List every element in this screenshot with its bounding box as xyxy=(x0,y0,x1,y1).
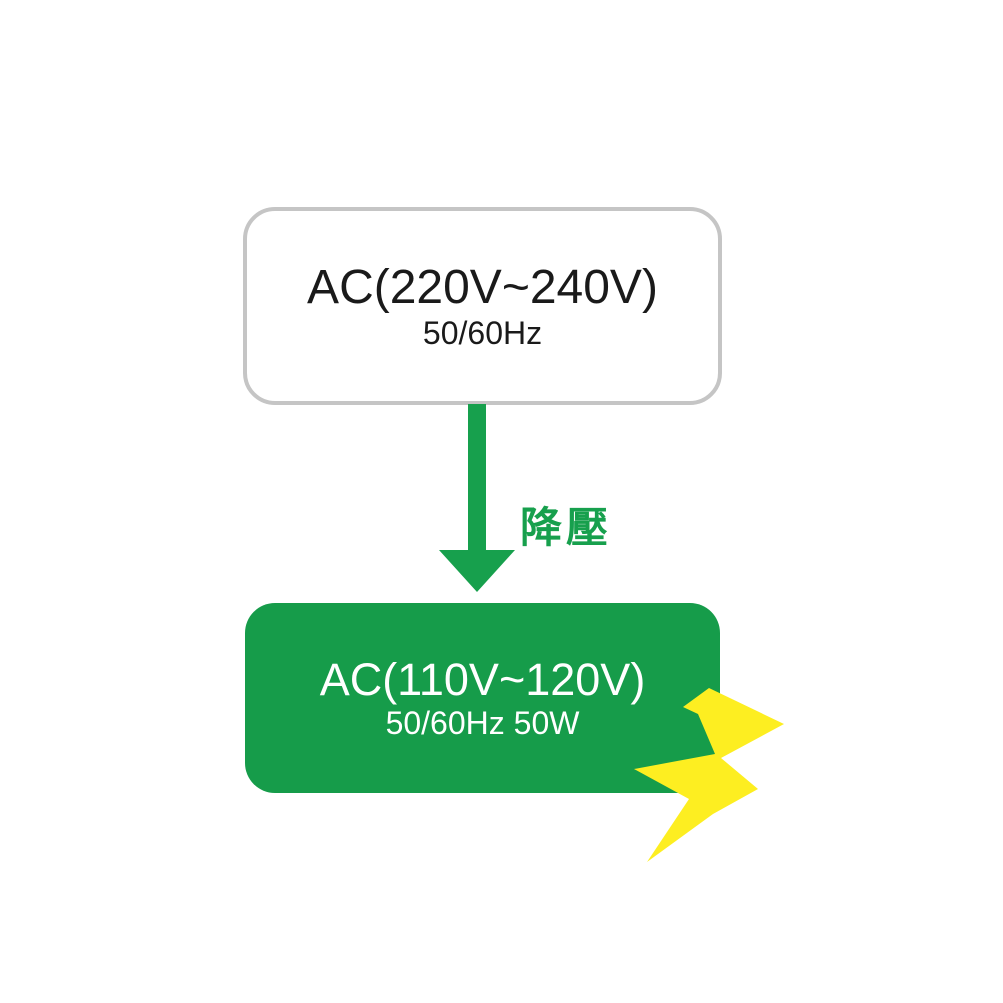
down-arrow-head xyxy=(439,550,515,592)
output-frequency-label: 50/60Hz 50W xyxy=(385,705,580,741)
down-arrow-shaft xyxy=(468,404,486,552)
lightning-bolt-shape xyxy=(634,688,784,862)
output-voltage-title: AC(110V~120V) xyxy=(319,654,646,705)
source-voltage-box: AC(220V~240V) 50/60Hz xyxy=(243,207,722,405)
source-voltage-title: AC(220V~240V) xyxy=(307,261,658,314)
down-arrow-icon xyxy=(439,404,515,592)
output-voltage-box: AC(110V~120V) 50/60Hz 50W xyxy=(245,603,720,793)
lightning-bolt-icon xyxy=(634,688,784,862)
source-frequency-label: 50/60Hz xyxy=(422,315,543,351)
step-down-label: 降壓 xyxy=(520,504,613,551)
